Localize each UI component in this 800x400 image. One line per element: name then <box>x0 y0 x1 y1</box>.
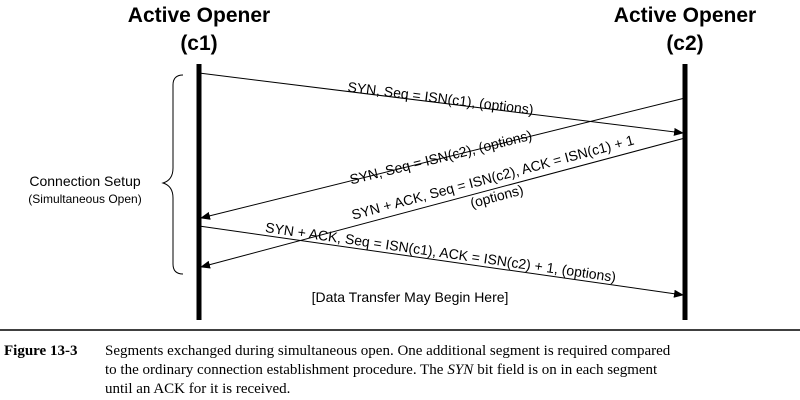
message-label-4: SYN + ACK, Seq = ISN(c1), ACK = ISN(c2) … <box>264 219 617 285</box>
figure-number: Figure 13-3 <box>4 343 77 359</box>
right-endpoint-title: Active Opener <box>614 4 756 27</box>
caption-line-3: until an ACK for it is received. <box>105 381 290 397</box>
message-arrow-4 <box>198 225 684 298</box>
message-label-1: SYN, Seq = ISN(c1), (options) <box>347 79 535 118</box>
left-endpoint-id: (c1) <box>180 32 217 55</box>
caption-line-2-end: bit field is on in each segment <box>477 362 658 378</box>
left-endpoint-title: Active Opener <box>128 4 270 27</box>
message-arrow-1 <box>198 72 684 136</box>
message-arrow-2 <box>200 97 686 220</box>
message-arrow-3 <box>200 137 686 269</box>
caption-line-2: to the ordinary connection establishment… <box>105 362 658 378</box>
connection-setup-brace <box>161 74 184 275</box>
phase-label: Connection Setup <box>29 173 141 189</box>
caption-syn-term: SYN <box>447 362 474 378</box>
right-endpoint-id: (c2) <box>666 32 703 55</box>
caption-line-1: Segments exchanged during simultaneous o… <box>105 343 671 359</box>
data-transfer-note: [Data Transfer May Begin Here] <box>312 289 509 305</box>
phase-sublabel: (Simultaneous Open) <box>28 192 141 206</box>
caption-line-2-start: to the ordinary connection establishment… <box>105 362 444 378</box>
